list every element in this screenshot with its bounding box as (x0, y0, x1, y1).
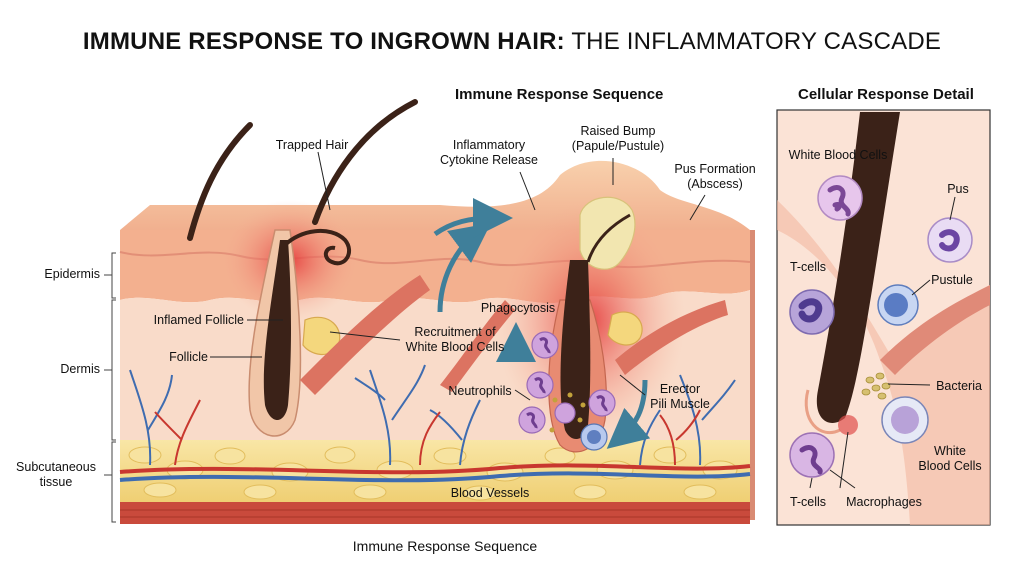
leader-lines (210, 151, 706, 401)
detail-label-tcells-top: T-cells (789, 260, 827, 274)
erector-muscle-left (300, 275, 430, 395)
detail-cell-wbc2 (881, 396, 929, 444)
detail-cell-wbc (817, 175, 863, 221)
detail-bacteria (861, 372, 891, 400)
erector-muscle-right (615, 300, 728, 375)
capillaries-red (154, 399, 701, 466)
capillaries-blue (129, 364, 736, 466)
title-regular: THE INFLAMMATORY CASCADE (564, 28, 942, 55)
hair-strand-right (312, 99, 418, 225)
skin-block (104, 99, 755, 524)
arrow-cytokine (437, 222, 491, 313)
label-pus-formation: Pus Formation (Abscess) (674, 162, 756, 191)
label-erector-pili: Erector Pili Muscle (650, 382, 710, 411)
label-follicle: Follicle (169, 350, 208, 364)
detail-leader-lines (809, 196, 956, 489)
label-blood-vessels: Blood Vessels (450, 486, 530, 500)
trapped-curled-hair (283, 228, 352, 266)
label-recruitment: Recruitment of White Blood Cells (405, 325, 505, 354)
detail-label-pus: Pus (947, 182, 969, 196)
detail-panel (776, 109, 991, 526)
label-raised-bump: Raised Bump (Papule/Pustule) (571, 124, 665, 153)
detail-label-wbc2: White Blood Cells (918, 444, 982, 473)
detail-label-wbc: White Blood Cells (788, 148, 888, 162)
title-bold: IMMUNE RESPONSE TO INGROWN HAIR: (82, 28, 565, 55)
label-inflamed-follicle: Inflamed Follicle (153, 313, 244, 327)
detail-label-tcells-bottom: T-cells (789, 495, 827, 509)
layer-label-subcutaneous: Subcutaneous tissue (16, 460, 96, 489)
detail-label-bacteria: Bacteria (936, 379, 982, 393)
label-phagocytosis: Phagocytosis (480, 301, 556, 315)
arrow-surface (433, 198, 513, 239)
detail-cell-tcell (789, 289, 835, 335)
arrow-erector (606, 379, 651, 449)
detail-cell-pus (927, 217, 973, 263)
detail-cell-tcell2 (789, 432, 835, 478)
layer-brackets (104, 252, 116, 523)
detail-hair-shaft (816, 112, 900, 423)
layer-label-epidermis: Epidermis (44, 267, 100, 281)
figure-caption: Immune Response Sequence (352, 538, 538, 554)
follicle-hair-root (263, 240, 291, 420)
hair-strand-left (187, 122, 253, 241)
muscle-base-layer (120, 502, 750, 524)
layer-label-dermis: Dermis (60, 362, 100, 376)
detail-cell-pustule (877, 284, 919, 326)
label-neutrophils: Neutrophils (448, 384, 512, 398)
artery (119, 463, 751, 475)
detail-label-pustule: Pustule (931, 273, 973, 287)
section-title-sequence: Immune Response Sequence (455, 86, 664, 103)
detail-label-macrophages: Macrophages (846, 495, 922, 509)
label-cytokine: Inflammatory Cytokine Release (440, 138, 538, 167)
section-title-detail: Cellular Response Detail (798, 86, 974, 103)
label-trapped-hair: Trapped Hair (275, 138, 349, 152)
page-title: IMMUNE RESPONSE TO INGROWN HAIR: THE INF… (0, 28, 1024, 56)
vein (119, 471, 751, 483)
